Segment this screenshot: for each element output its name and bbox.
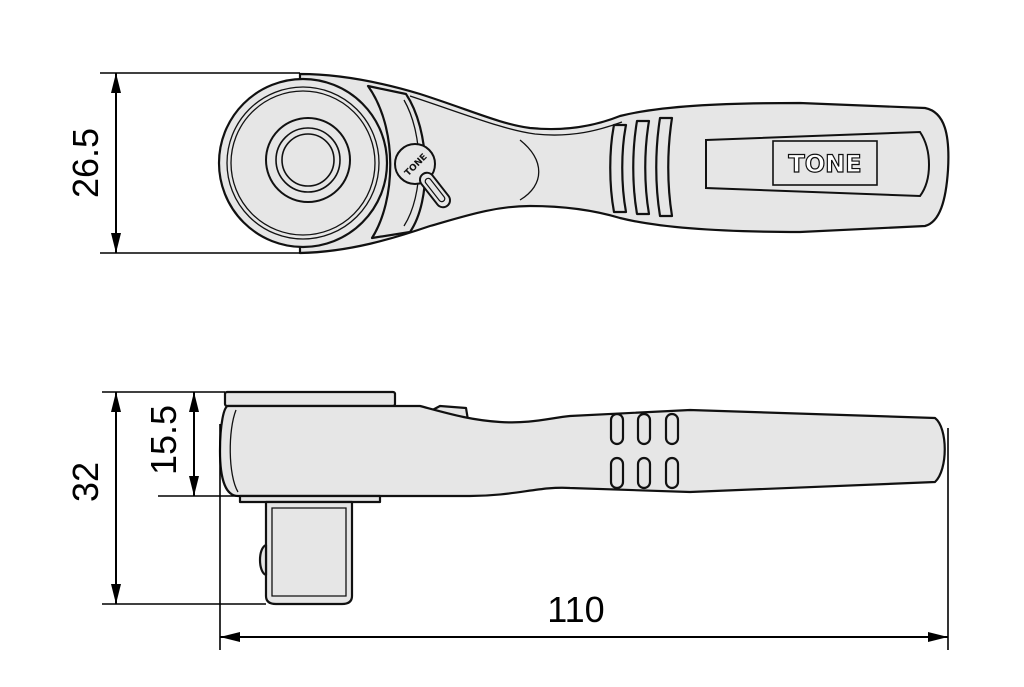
dimension-label-15-5: 15.5: [143, 405, 184, 475]
side-top-plate: [223, 390, 397, 408]
direction-lever: TONE: [394, 143, 452, 209]
dimension-height-head: 15.5: [143, 392, 240, 497]
dimension-length: 110: [219, 424, 949, 650]
head-ring-2: [226, 86, 380, 240]
side-body: [218, 404, 946, 498]
release-button-inner: [281, 133, 335, 187]
top-grip-ribs: [609, 116, 674, 218]
dimension-label-32: 32: [65, 462, 106, 502]
handle-logo-plate: [772, 140, 878, 186]
top-neck-contour: [519, 139, 540, 201]
side-head-contour: [229, 409, 239, 493]
side-view: [218, 390, 946, 606]
top-handle-contour: [409, 95, 623, 136]
dimension-label-26-5: 26.5: [65, 128, 106, 198]
side-detent-ball: [258, 543, 268, 577]
handle-logo-text: TONE: [788, 150, 861, 178]
head-ring-3: [230, 90, 376, 236]
top-handle-body: [298, 72, 950, 255]
dimension-height-total: 32: [65, 391, 266, 605]
side-drive-square-inner: [271, 507, 347, 597]
dimension-label-110: 110: [547, 589, 604, 630]
side-grip-slots: [609, 412, 680, 490]
side-drive-square: [264, 500, 354, 606]
top-view: TONE TONE: [217, 72, 950, 255]
dimension-height-top: 26.5: [65, 72, 300, 254]
